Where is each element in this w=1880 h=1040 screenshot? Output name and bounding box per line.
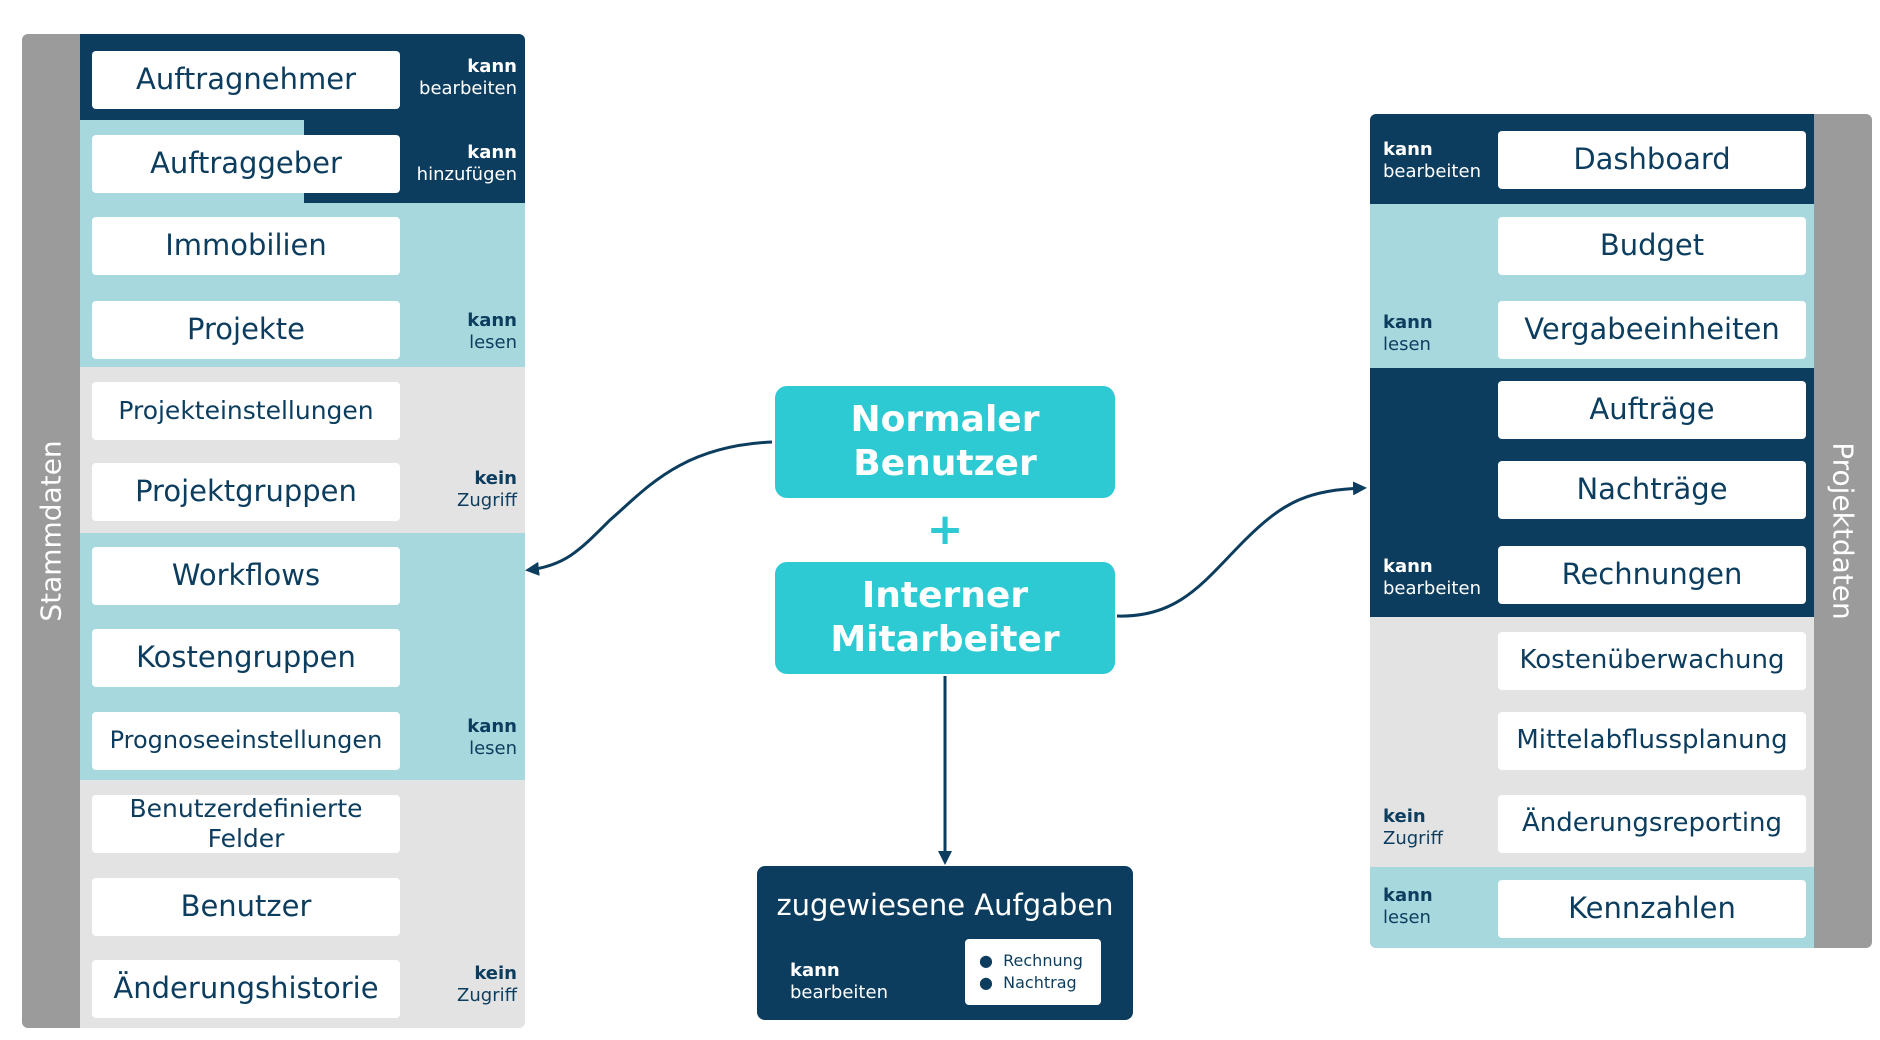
item-label: Änderungsreporting (1521, 808, 1783, 839)
item-label-line2: Felder (207, 824, 285, 853)
projektdaten-item-nachtraege[interactable]: Nachträge (1498, 461, 1806, 519)
projektdaten-item-budget[interactable]: Budget (1498, 217, 1806, 275)
stammdaten-label: Stammdaten (34, 440, 68, 622)
stammdaten-item-projekteinstellungen[interactable]: Projekteinstellungen (92, 382, 400, 440)
stammdaten-item-projektgruppen[interactable]: Projektgruppen (92, 463, 400, 521)
projektdaten-item-auftraege[interactable]: Aufträge (1498, 381, 1806, 439)
arrow-to-stammdaten (525, 440, 773, 576)
role-normaler-benutzer: Normaler Benutzer (775, 386, 1115, 498)
role-line1: Normaler (850, 399, 1040, 440)
projektdaten-item-kennzahlen[interactable]: Kennzahlen (1498, 880, 1806, 938)
item-label: Kennzahlen (1568, 891, 1736, 926)
item-label: Projekte (187, 312, 305, 347)
type-interner-mitarbeiter: Interner Mitarbeiter (775, 562, 1115, 674)
item-label: Auftragnehmer (135, 62, 356, 97)
projektdaten-item-aenderungsreporting[interactable]: Änderungsreporting (1498, 795, 1806, 853)
item-label: Aufträge (1589, 392, 1715, 427)
item-label: Benutzer (180, 889, 312, 924)
task-item-rechnung[interactable]: ● Rechnung (979, 951, 1083, 970)
projektdaten-sidebar (1814, 114, 1872, 948)
stammdaten-sidebar (22, 34, 80, 1028)
projektdaten-label: Projektdaten (1826, 442, 1860, 620)
task-item-nachtrag[interactable]: ● Nachtrag (979, 973, 1077, 992)
bullet-icon: ● (979, 951, 1004, 970)
item-label: Budget (1599, 228, 1705, 263)
item-label: Rechnungen (1561, 557, 1743, 592)
item-label: Nachträge (1576, 472, 1728, 507)
arrow-to-projektdaten (1116, 481, 1367, 618)
type-line2: Mitarbeiter (830, 619, 1060, 660)
item-label: Immobilien (165, 228, 327, 263)
tasks-list: ● Rechnung ● Nachtrag (965, 939, 1101, 1005)
stammdaten-item-auftragnehmer[interactable]: Auftragnehmer (92, 51, 400, 109)
item-label: Prognoseeinstellungen (109, 726, 383, 755)
item-label: Mittelabflussplanung (1516, 725, 1788, 756)
projektdaten-item-mittelabflussplanung[interactable]: Mittelabflussplanung (1498, 712, 1806, 770)
stammdaten-item-workflows[interactable]: Workflows (92, 547, 400, 605)
item-label-line1: Benutzerdefinierte (129, 794, 363, 823)
item-label: Projektgruppen (135, 474, 357, 509)
item-label: Auftraggeber (150, 146, 342, 181)
stammdaten-item-kostengruppen[interactable]: Kostengruppen (92, 629, 400, 687)
bullet-icon: ● (979, 973, 1004, 992)
role-line2: Benutzer (853, 443, 1037, 484)
item-label: Kostengruppen (136, 640, 356, 675)
projektdaten-item-vergabeeinheiten[interactable]: Vergabeeinheiten (1498, 301, 1806, 359)
tasks-title: zugewiesene Aufgaben (776, 888, 1114, 922)
stammdaten-item-immobilien[interactable]: Immobilien (92, 217, 400, 275)
projektdaten-item-dashboard[interactable]: Dashboard (1498, 131, 1806, 189)
stammdaten-item-benutzer[interactable]: Benutzer (92, 878, 400, 936)
stammdaten-item-prognoseeinstellungen[interactable]: Prognoseeinstellungen (92, 712, 400, 770)
item-label: Projekteinstellungen (118, 395, 374, 425)
item-label: Workflows (171, 558, 321, 593)
item-label: Änderungshistorie (113, 971, 379, 1006)
stammdaten-item-benutzerdefinierte-felder[interactable]: Benutzerdefinierte Felder (92, 794, 400, 853)
projektdaten-item-kostenueberwachung[interactable]: Kostenüberwachung (1498, 632, 1806, 690)
item-label: Kostenüberwachung (1519, 645, 1785, 676)
stammdaten-item-auftraggeber[interactable]: Auftraggeber (92, 135, 400, 193)
item-label: Dashboard (1573, 142, 1731, 177)
type-line1: Interner (861, 575, 1029, 616)
stammdaten-item-aenderungshistorie[interactable]: Änderungshistorie (92, 960, 400, 1018)
stammdaten-item-projekte[interactable]: Projekte (92, 301, 400, 359)
plus-sign: + (926, 504, 964, 555)
projektdaten-item-rechnungen[interactable]: Rechnungen (1498, 546, 1806, 604)
item-label: Vergabeeinheiten (1524, 312, 1780, 347)
